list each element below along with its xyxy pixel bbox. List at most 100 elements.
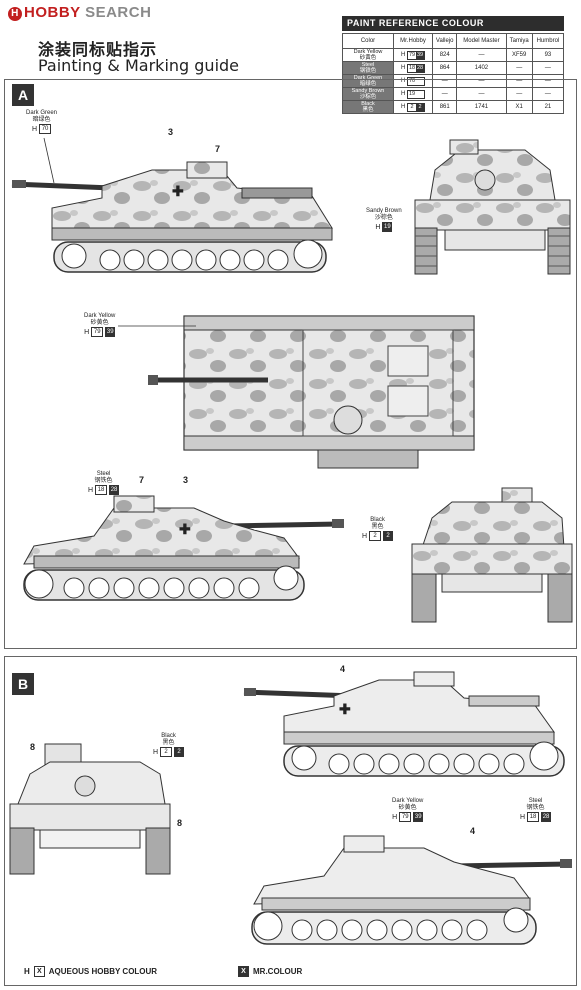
legend-h: H bbox=[24, 967, 30, 976]
col-vallejo: Vallejo bbox=[431, 33, 458, 49]
tank-top-view bbox=[148, 315, 475, 469]
code-box-2: 28 bbox=[541, 812, 552, 822]
tank-front-view bbox=[9, 743, 171, 875]
decal-number: 4 bbox=[340, 664, 346, 674]
code-box-2: 2 bbox=[174, 747, 185, 757]
callout-name: Dark Green bbox=[26, 110, 58, 116]
decal-number: 4 bbox=[470, 826, 476, 836]
decal-number: 8 bbox=[177, 818, 183, 828]
sandy-brown-callout: Sandy Brown 沙棕色 H 19 bbox=[366, 208, 402, 232]
logo-search: SEARCH bbox=[85, 4, 152, 21]
code-box-2: 39 bbox=[105, 327, 116, 337]
callout-name: Sandy Brown bbox=[366, 208, 402, 214]
color-code: H 79 39 bbox=[392, 812, 424, 822]
color-code: H 2 2 bbox=[362, 531, 394, 541]
callout-name-cn: 暗绿色 bbox=[32, 117, 51, 123]
callout-name-cn: 砂黄色 bbox=[398, 805, 417, 811]
model-master-cell: — bbox=[456, 48, 507, 62]
callout-name: Dark Yellow bbox=[84, 313, 116, 319]
legend-mr-colour: X MR.COLOUR bbox=[238, 966, 302, 977]
dark-yellow-callout: Dark Yellow 砂黄色 H 79 39 bbox=[84, 313, 115, 337]
logo-badge: H bbox=[8, 7, 22, 21]
humbrol-cell: 93 bbox=[531, 48, 565, 62]
legend-box: X bbox=[33, 966, 45, 977]
tank-front-view bbox=[414, 139, 571, 275]
tank-rear-view bbox=[411, 487, 573, 623]
callout-name-cn: 钢铁色 bbox=[94, 478, 113, 484]
black-callout: Black 黑色 H 2 2 bbox=[153, 733, 185, 757]
h-prefix: H bbox=[31, 125, 38, 133]
tank-side-view-left: ✚ bbox=[243, 671, 565, 777]
h-prefix: H bbox=[375, 223, 381, 231]
black-callout: Black 黑色 H 2 2 bbox=[362, 517, 394, 541]
code-box-1: 18 bbox=[527, 812, 540, 822]
decal-number: 8 bbox=[30, 742, 36, 752]
code-box-1: 19 bbox=[382, 222, 393, 232]
h-prefix: H bbox=[362, 532, 368, 540]
scheme-a-label: A bbox=[12, 84, 34, 106]
decal-number: 7 bbox=[139, 475, 145, 485]
steel-callout: Steel 钢铁色 H 18 28 bbox=[88, 471, 120, 495]
color-code: H 18 28 bbox=[520, 812, 552, 822]
model-master-cell: 1741 bbox=[456, 100, 507, 114]
callout-name-cn: 黑色 bbox=[162, 740, 175, 746]
callout-name: Black bbox=[370, 517, 385, 523]
h-prefix: H bbox=[520, 813, 526, 821]
tamiya-cell: XF59 bbox=[505, 48, 533, 62]
title-chinese: 涂装同标贴指示 bbox=[38, 40, 158, 59]
callout-name: Dark Yellow bbox=[392, 798, 424, 804]
vallejo-cell: 824 bbox=[431, 48, 458, 62]
model-master-cell: 1402 bbox=[456, 61, 507, 75]
col-model-master: Model Master bbox=[456, 33, 507, 49]
callout-name-cn: 砂黄色 bbox=[90, 320, 109, 326]
h-prefix: H bbox=[153, 748, 159, 756]
h-prefix: H bbox=[84, 328, 90, 336]
col-humbrol: Humbrol bbox=[531, 33, 565, 49]
color-code: H 79 39 bbox=[84, 327, 116, 337]
code-box-1: 2 bbox=[160, 747, 173, 757]
svg-text:✚: ✚ bbox=[179, 521, 191, 537]
legend-text: AQUEOUS HOBBY COLOUR bbox=[48, 967, 158, 976]
title-english: Painting & Marking guide bbox=[38, 56, 240, 75]
h-prefix: H bbox=[88, 486, 94, 494]
tamiya-cell: X1 bbox=[505, 100, 533, 114]
dark-yellow-callout: Dark Yellow 砂黄色 H 79 39 bbox=[392, 798, 423, 822]
legend-aqueous: H X AQUEOUS HOBBY COLOUR bbox=[24, 966, 157, 977]
leader-line bbox=[118, 325, 196, 327]
decal-number: 3 bbox=[168, 127, 174, 137]
code-box-1: 70 bbox=[39, 124, 52, 134]
code-box-2: 39 bbox=[413, 812, 424, 822]
svg-text:✚: ✚ bbox=[172, 183, 184, 199]
color-code: H 19 bbox=[375, 222, 393, 232]
legend-box: X bbox=[238, 966, 249, 977]
paint-table-header-row: Color Mr.Hobby Vallejo Model Master Tami… bbox=[342, 33, 565, 49]
code-box-1: 18 bbox=[95, 485, 108, 495]
code-box-1: 2 bbox=[369, 531, 382, 541]
color-code: H 18 28 bbox=[88, 485, 120, 495]
col-tamiya: Tamiya bbox=[505, 33, 533, 49]
dark-green-callout: Dark Green 暗绿色 H 70 bbox=[26, 110, 57, 134]
steel-callout: Steel 钢铁色 H 18 28 bbox=[520, 798, 552, 822]
callout-name: Black bbox=[161, 733, 176, 739]
scheme-a-panel bbox=[4, 79, 577, 649]
callout-name-cn: 沙棕色 bbox=[374, 215, 393, 221]
tank-side-view-left: ✚ bbox=[11, 161, 333, 273]
tamiya-cell: — bbox=[505, 61, 533, 75]
svg-text:✚: ✚ bbox=[339, 701, 351, 717]
decal-number: 7 bbox=[215, 144, 221, 154]
paint-table: Color Mr.Hobby Vallejo Model Master Tami… bbox=[342, 33, 565, 114]
decal-number: 3 bbox=[183, 475, 189, 485]
callout-name: Steel bbox=[528, 798, 543, 804]
code-box-1: 79 bbox=[399, 812, 412, 822]
leader-line bbox=[43, 137, 55, 184]
callout-name: Steel bbox=[96, 471, 111, 477]
